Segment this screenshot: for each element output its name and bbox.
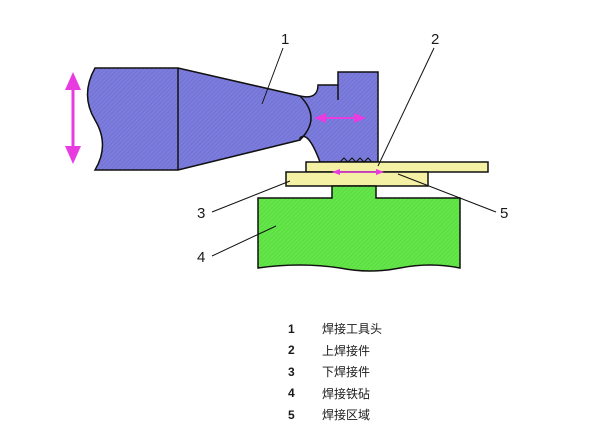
callout-3: 3 [197, 205, 205, 222]
legend-label: 下焊接件 [322, 365, 371, 380]
legend-item: 5 焊接区域 [288, 404, 382, 426]
legend-label: 焊接铁砧 [322, 386, 371, 401]
ultrasonic-welding-diagram: 1 2 3 4 5 [65, 31, 508, 272]
legend-number: 3 [288, 364, 295, 379]
legend-item: 3 下焊接件 [288, 361, 382, 383]
vertical-motion-arrow-icon [65, 72, 81, 164]
lower-workpiece [285, 171, 429, 187]
legend-number: 4 [288, 386, 295, 401]
legend-number: 2 [288, 343, 295, 358]
callout-1: 1 [281, 31, 289, 48]
upper-workpiece [305, 161, 489, 173]
legend: 1 焊接工具头 2 上焊接件 3 下焊接件 4 焊接铁砧 5 焊接区域 [288, 318, 382, 426]
legend-number: 5 [288, 407, 295, 422]
callout-5: 5 [500, 205, 508, 222]
callout-2: 2 [431, 31, 439, 48]
welding-anvil [257, 185, 461, 272]
legend-label: 焊接工具头 [322, 322, 383, 337]
legend-item: 1 焊接工具头 [288, 318, 382, 340]
legend-item: 2 上焊接件 [288, 340, 382, 362]
legend-number: 1 [288, 321, 295, 336]
horizontal-vibration-arrow-icon [314, 113, 366, 123]
weld-zone [332, 157, 384, 175]
legend-item: 4 焊接铁砧 [288, 383, 382, 405]
legend-label: 上焊接件 [322, 343, 371, 358]
callout-leader-lines [211, 47, 497, 257]
callout-4: 4 [197, 249, 205, 266]
welding-tool-head [86, 67, 379, 171]
legend-label: 焊接区域 [322, 408, 371, 423]
